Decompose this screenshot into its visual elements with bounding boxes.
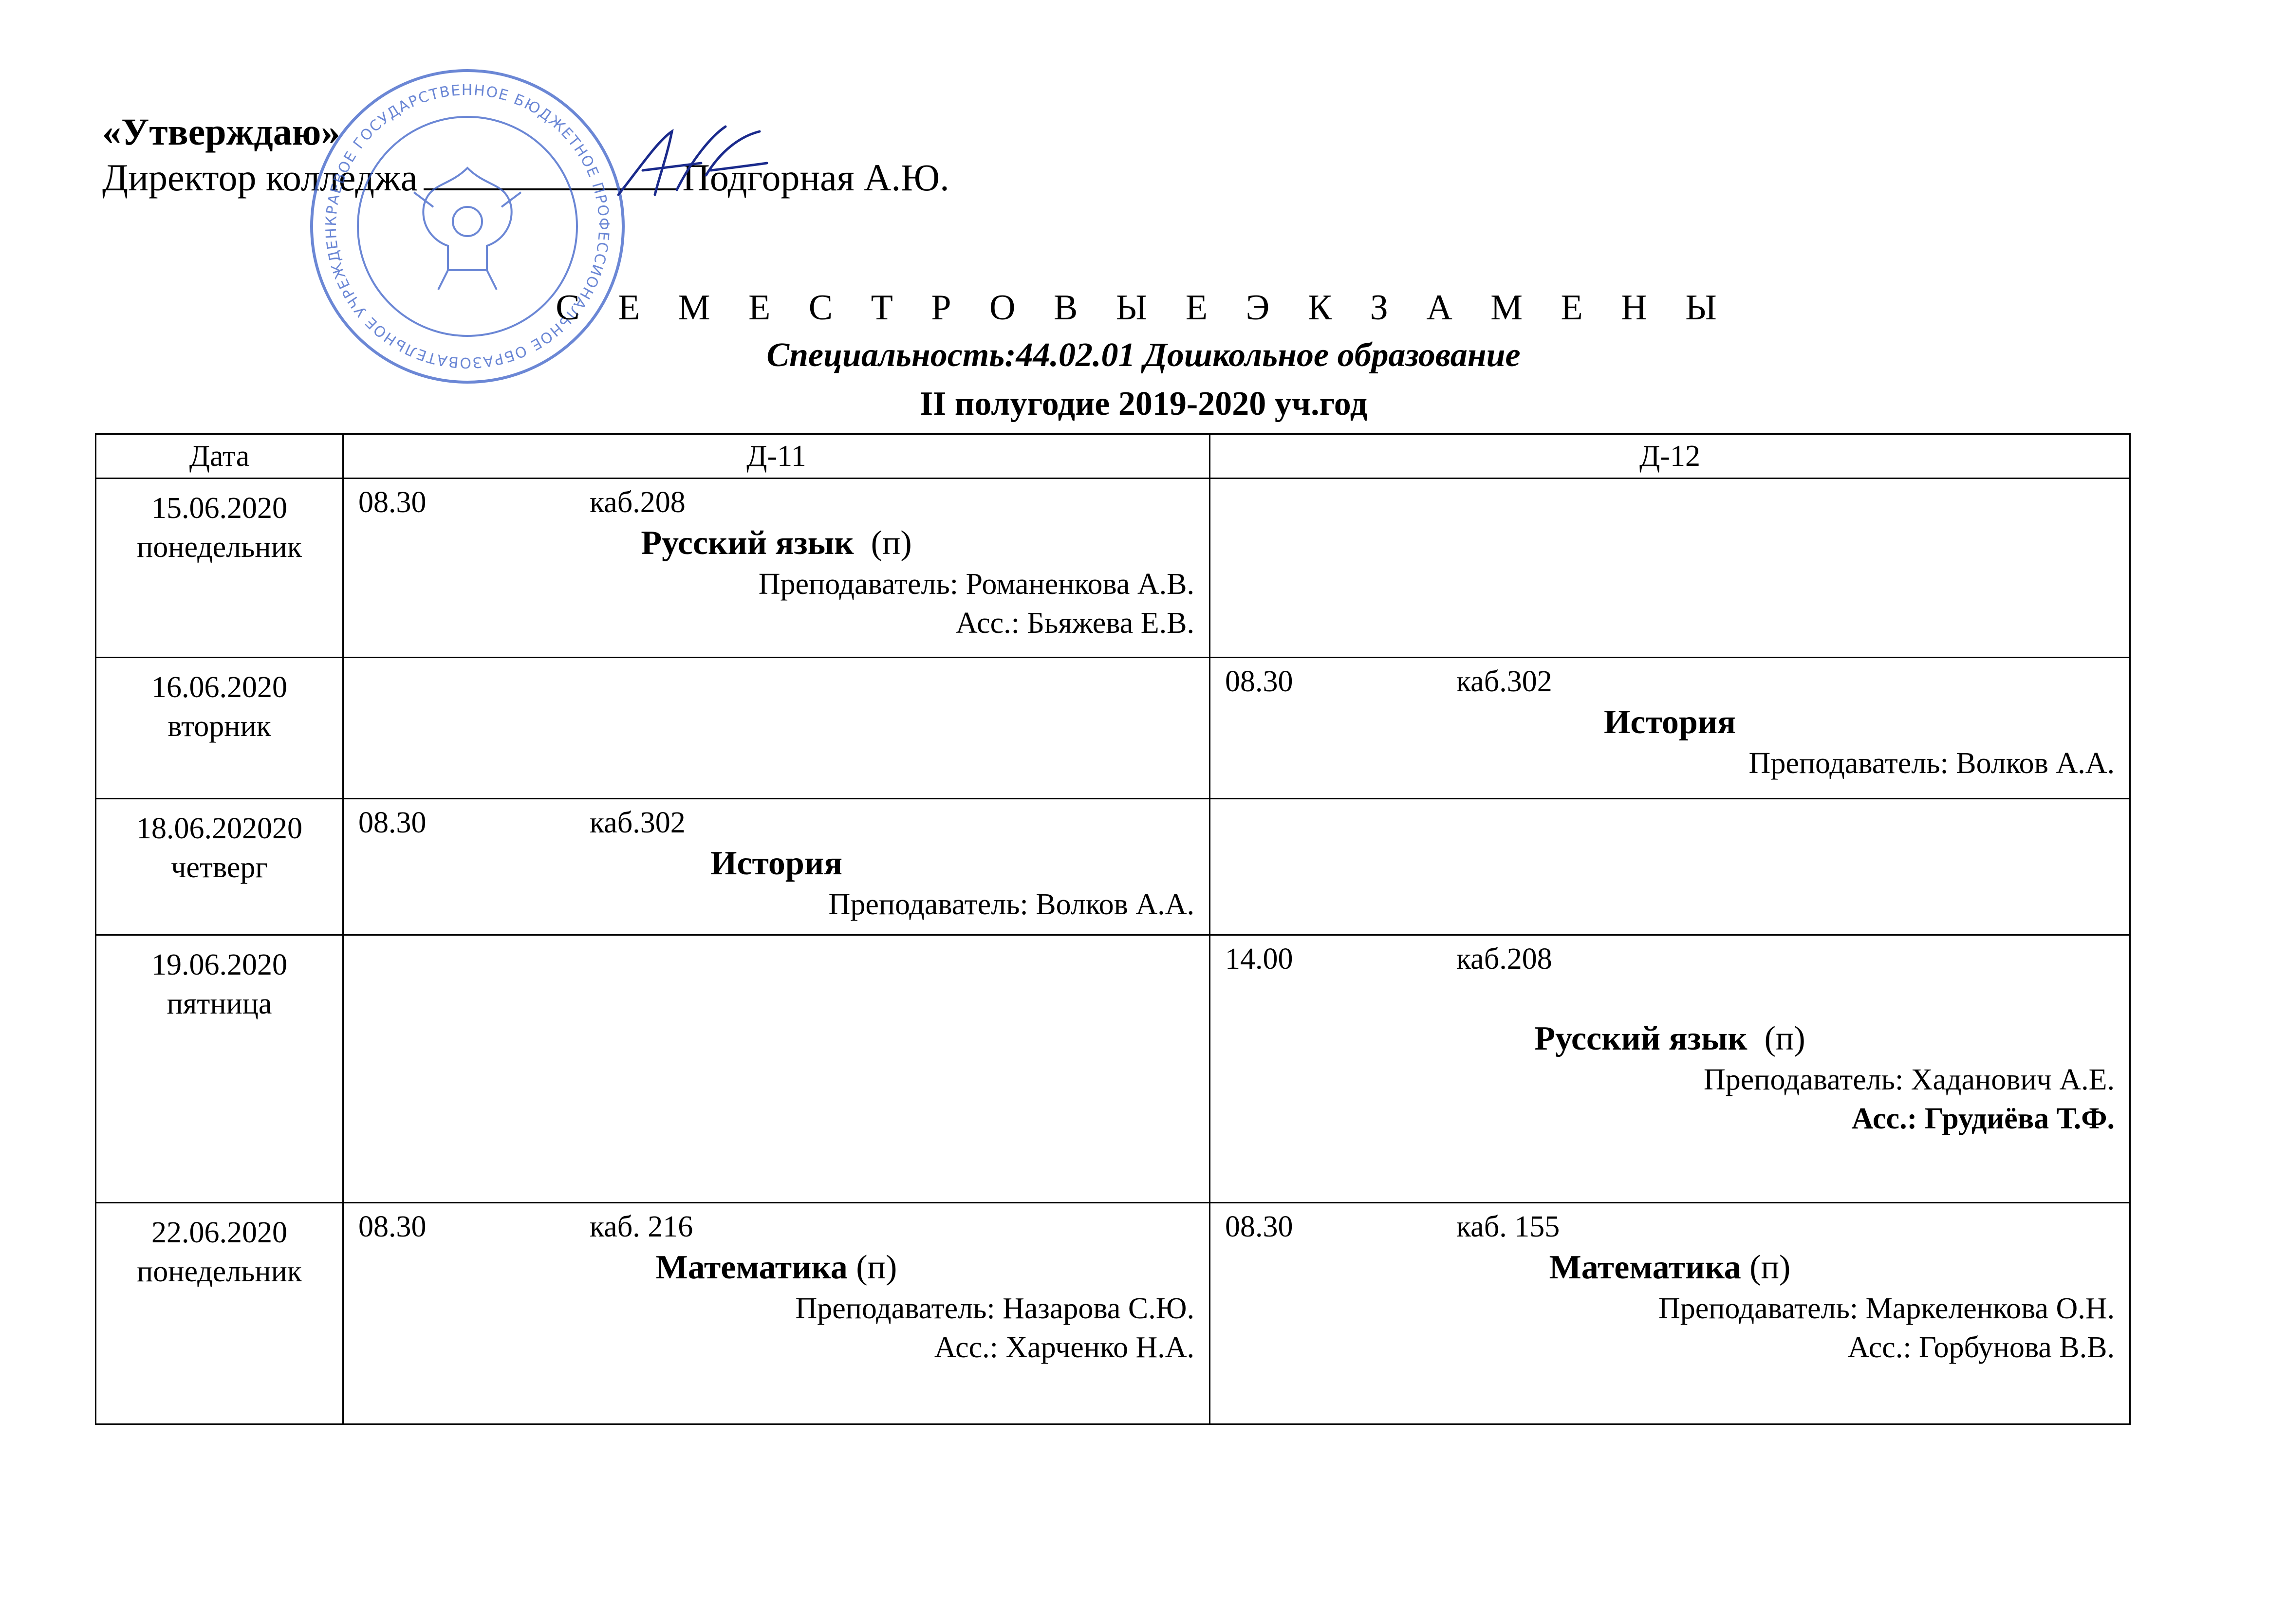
exam-teacher: Преподаватель: Волков А.А.	[828, 888, 1194, 921]
official-stamp: КРАЕВОЕ ГОСУДАРСТВЕННОЕ БЮДЖЕТНОЕ ПРОФЕС…	[302, 61, 625, 384]
specialty: Специальность:44.02.01 Дошкольное образо…	[766, 336, 1521, 374]
exam-assistant: Асс.: Харченко Н.А.	[934, 1331, 1194, 1364]
exam-time: 08.30	[358, 486, 427, 519]
exam-time: 08.30	[358, 806, 427, 839]
date: 15.06.2020	[151, 492, 287, 525]
exam-room: каб. 216	[590, 1210, 693, 1243]
exam-cell-d12	[1209, 478, 2131, 658]
exam-cell-d11	[342, 657, 1210, 799]
exam-assistant: Асс.: Грудиёва Т.Ф.	[1851, 1102, 2115, 1135]
signature-line	[423, 154, 677, 190]
approval-line: Директор колледжа Подгорная А.Ю.	[102, 154, 949, 200]
exam-subject: История	[710, 845, 843, 882]
weekday: понедельник	[137, 531, 302, 564]
period: II полугодие 2019-2020 уч.год	[919, 385, 1368, 423]
exam-teacher: Преподаватель: Маркеленкова О.Н.	[1658, 1292, 2115, 1325]
exam-room: каб.302	[1456, 665, 1552, 698]
exam-time: 08.30	[1225, 1210, 1293, 1243]
table-row: 15.06.2020 понедельник 08.30 каб.208 Русс…	[95, 478, 2131, 658]
weekday: четверг	[171, 851, 268, 884]
date-cell: 19.06.2020 пятница	[95, 934, 344, 1203]
table-header-row: Дата Д-11 Д-12	[95, 433, 2131, 479]
weekday: понедельник	[137, 1255, 302, 1288]
date: 22.06.2020	[151, 1216, 287, 1249]
director-position: Директор колледжа	[102, 156, 418, 199]
exam-cell-d12	[1209, 798, 2131, 936]
exam-subject: Математика	[655, 1249, 848, 1286]
exam-subject: История	[1603, 703, 1736, 741]
exam-mark: (п)	[1764, 1020, 1805, 1057]
exam-subject: Русский язык	[1534, 1020, 1748, 1057]
column-header-d11: Д-11	[342, 433, 1210, 479]
exam-mark: (п)	[871, 524, 912, 562]
table-row: 19.06.2020 пятница 14.00 каб.208 Русский …	[95, 934, 2131, 1203]
exam-cell-d11	[342, 934, 1210, 1203]
exam-mark: (п)	[1749, 1249, 1791, 1286]
exam-room: каб.208	[590, 486, 686, 519]
column-header-date: Дата	[95, 433, 344, 479]
exam-time: 08.30	[1225, 665, 1293, 698]
exam-cell-d12: 08.30 каб. 155 Математика (п) Преподавате…	[1209, 1202, 2131, 1425]
table-row: 18.06.202020 четверг 08.30 каб.302 Истори…	[95, 798, 2131, 936]
exam-cell-d11: 08.30 каб.302 История Преподаватель: Волк…	[342, 798, 1210, 936]
date: 18.06.202020	[136, 812, 302, 845]
exam-cell-d11: 08.30 каб.208 Русский язык (п) Преподават…	[342, 478, 1210, 658]
exam-assistant: Асс.: Горбунова В.В.	[1847, 1331, 2115, 1364]
signature	[617, 125, 768, 196]
exam-time: 14.00	[1225, 942, 1293, 976]
date-cell: 15.06.2020 понедельник	[95, 478, 344, 658]
table-row: 16.06.2020 вторник 08.30 каб.302 История …	[95, 657, 2131, 799]
document-title: С Е М Е С Т Р О В Ы Е Э К З А М Е Н Ы	[556, 288, 1731, 328]
date-cell: 16.06.2020 вторник	[95, 657, 344, 799]
exam-teacher: Преподаватель: Волков А.А.	[1748, 747, 2115, 780]
exam-teacher: Преподаватель: Назарова С.Ю.	[795, 1292, 1194, 1325]
approval-block: «Утверждаю» Директор колледжа Подгорная А…	[102, 110, 949, 200]
exam-subject: Русский язык	[641, 524, 854, 562]
date-cell: 22.06.2020 понедельник	[95, 1202, 344, 1425]
exam-room: каб.208	[1456, 942, 1552, 976]
exam-cell-d12: 08.30 каб.302 История Преподаватель: Волк…	[1209, 657, 2131, 799]
date-cell: 18.06.202020 четверг	[95, 798, 344, 936]
column-header-d12: Д-12	[1209, 433, 2131, 479]
exam-cell-d12: 14.00 каб.208 Русский язык (п) Преподават…	[1209, 934, 2131, 1203]
exam-cell-d11: 08.30 каб. 216 Математика (п) Преподавате…	[342, 1202, 1210, 1425]
date: 19.06.2020	[151, 948, 287, 981]
exam-room: каб. 155	[1456, 1210, 1560, 1243]
director-name: Подгорная А.Ю.	[682, 156, 949, 199]
weekday: пятница	[167, 987, 272, 1020]
exam-schedule-table: Дата Д-11 Д-12 15.06.2020 понедельник 08…	[95, 433, 2131, 1425]
approval-title: «Утверждаю»	[102, 111, 340, 153]
exam-mark: (п)	[856, 1249, 897, 1286]
date: 16.06.2020	[151, 671, 287, 704]
exam-teacher: Преподаватель: Хаданович А.Е.	[1704, 1063, 2115, 1096]
weekday: вторник	[167, 710, 271, 743]
exam-time: 08.30	[358, 1210, 427, 1243]
exam-assistant: Асс.: Бьяжева Е.В.	[955, 607, 1194, 640]
exam-subject: Математика	[1549, 1249, 1741, 1286]
table-row: 22.06.2020 понедельник 08.30 каб. 216 Мат…	[95, 1202, 2131, 1425]
exam-teacher: Преподаватель: Романенкова А.В.	[758, 568, 1194, 601]
exam-room: каб.302	[590, 806, 686, 839]
